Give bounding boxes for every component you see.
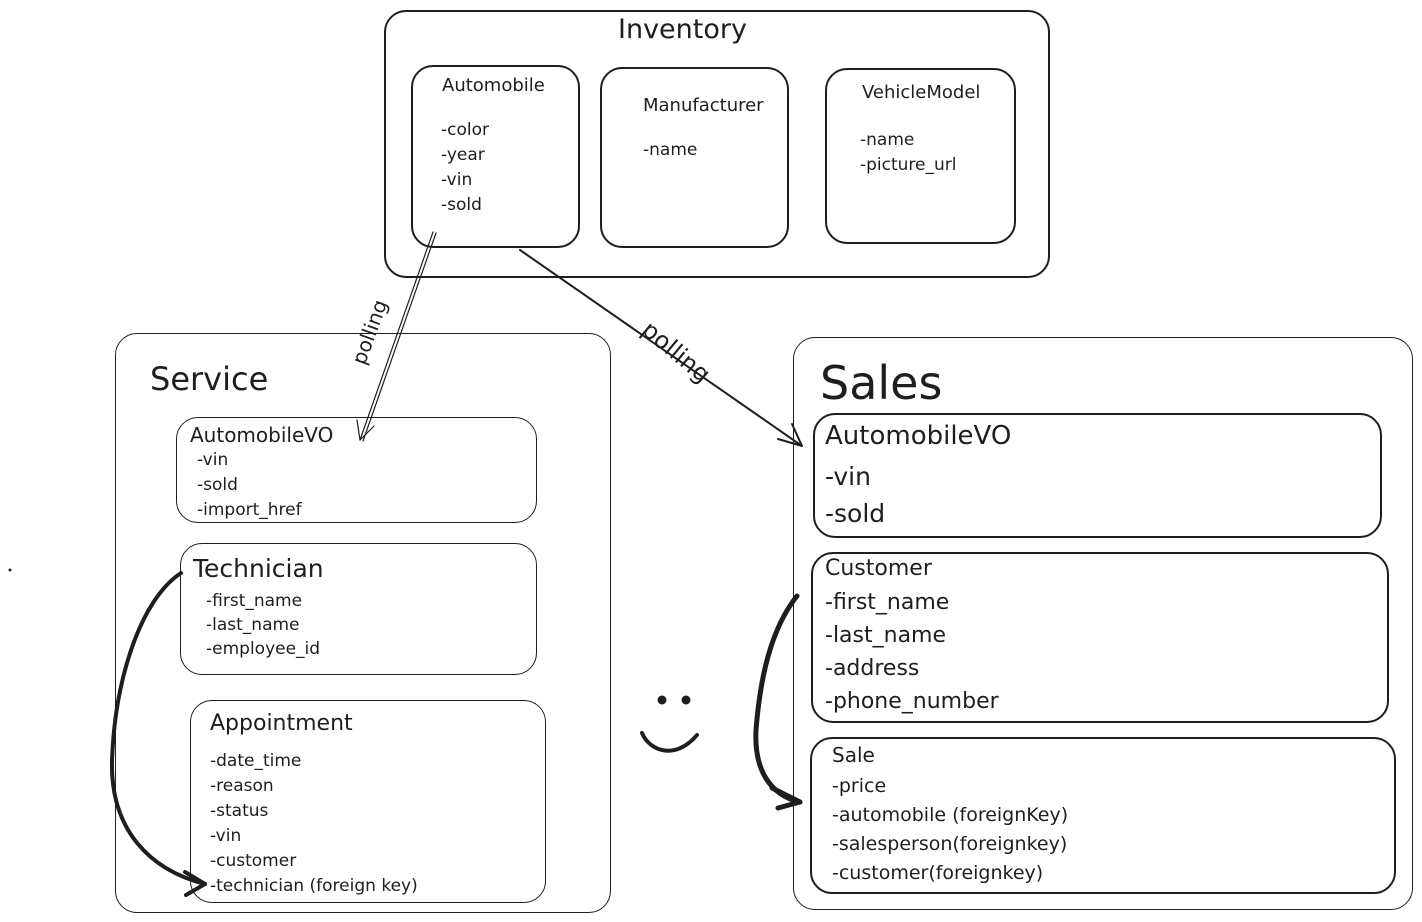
service-automobilevo-box — [176, 417, 537, 523]
appointment-fields: -date_time -reason -status -vin -custome… — [210, 749, 418, 899]
service-polling-arrow — [356, 231, 437, 442]
sales-automobilevo-fields: -vin -sold — [825, 458, 885, 532]
customer-box — [811, 552, 1389, 723]
sales-automobilevo-box — [813, 413, 1382, 538]
vehiclemodel-field-name: -name — [860, 130, 915, 150]
service-automobilevo-field-import-href: -import_href — [197, 500, 302, 520]
stray-dot — [8, 568, 12, 572]
technician-fk-arrow — [109, 571, 207, 897]
manufacturer-title: Manufacturer — [643, 95, 764, 116]
service-title: Service — [150, 360, 269, 398]
sale-field-customer: -customer(foreignkey) — [832, 862, 1044, 884]
appointment-box — [190, 700, 546, 903]
appointment-field-vin: -vin — [210, 826, 242, 846]
sales-container — [793, 337, 1413, 910]
automobile-field-year: -year — [441, 145, 485, 165]
sale-title: Sale — [832, 743, 875, 767]
customer-fields: -first_name -last_name -address -phone_n… — [825, 586, 999, 718]
automobile-field-color: -color — [441, 120, 489, 140]
manufacturer-field-name: -name — [643, 140, 698, 160]
sales-automobilevo-field-sold: -sold — [825, 499, 886, 528]
sale-fields: -price -automobile (foreignKey) -salespe… — [832, 772, 1068, 888]
service-automobilevo-title: AutomobileVO — [190, 423, 334, 447]
customer-field-address: -address — [825, 656, 920, 681]
sale-field-automobile: -automobile (foreignKey) — [832, 804, 1069, 826]
technician-box — [180, 543, 537, 675]
automobile-field-vin: -vin — [441, 170, 473, 190]
sale-box — [810, 737, 1396, 894]
customer-field-last-name: -last_name — [825, 623, 947, 648]
customer-fk-arrow — [753, 593, 803, 811]
appointment-field-date-time: -date_time — [210, 751, 302, 771]
sale-field-salesperson: -salesperson(foreignkey) — [832, 833, 1068, 855]
technician-fields: -first_name -last_name -employee_id — [206, 589, 320, 661]
appointment-field-technician: -technician (foreign key) — [210, 876, 418, 896]
technician-title: Technician — [193, 554, 324, 583]
inventory-container — [384, 10, 1050, 278]
service-automobilevo-fields: -vin -sold -import_href — [197, 448, 302, 523]
appointment-field-reason: -reason — [210, 776, 274, 796]
automobile-box — [411, 65, 580, 248]
automobile-title: Automobile — [442, 75, 545, 96]
vehiclemodel-fields: -name -picture_url — [860, 128, 957, 178]
vehiclemodel-field-picture-url: -picture_url — [860, 155, 957, 175]
service-container — [115, 333, 611, 913]
sales-automobilevo-field-vin: -vin — [825, 462, 871, 491]
manufacturer-box — [600, 67, 789, 248]
service-automobilevo-field-vin: -vin — [197, 450, 229, 470]
technician-field-employee-id: -employee_id — [206, 639, 321, 659]
automobile-field-sold: -sold — [441, 195, 482, 215]
customer-title: Customer — [825, 556, 932, 581]
sales-title: Sales — [820, 356, 943, 410]
sales-polling-arrow — [519, 249, 803, 447]
manufacturer-fields: -name — [643, 138, 697, 163]
vehiclemodel-box — [825, 68, 1016, 244]
appointment-field-status: -status — [210, 801, 269, 821]
technician-field-last-name: -last_name — [206, 615, 300, 635]
appointment-title: Appointment — [210, 711, 353, 736]
sale-field-price: -price — [832, 775, 887, 797]
inventory-title: Inventory — [618, 14, 747, 45]
appointment-field-customer: -customer — [210, 851, 297, 871]
sales-automobilevo-title: AutomobileVO — [825, 421, 1012, 451]
customer-field-phone-number: -phone_number — [825, 689, 999, 714]
vehiclemodel-title: VehicleModel — [862, 82, 981, 103]
customer-field-first-name: -first_name — [825, 590, 950, 615]
service-automobilevo-field-sold: -sold — [197, 475, 238, 495]
technician-field-first-name: -first_name — [206, 591, 303, 611]
smiley-face — [640, 695, 699, 753]
automobile-fields: -color -year -vin -sold — [441, 118, 489, 218]
